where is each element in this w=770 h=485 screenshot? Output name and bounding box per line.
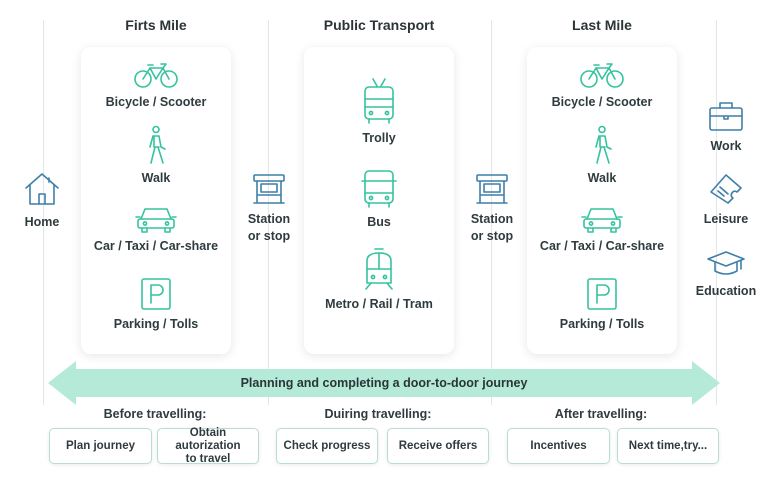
banner-text: Planning and completing a door-to-door j… bbox=[240, 376, 528, 390]
next-time-chip[interactable]: Next time,try... bbox=[617, 428, 719, 464]
chip-label: Receive offers bbox=[398, 439, 478, 452]
mode-label: Parking / Tolls bbox=[559, 317, 645, 331]
bus-stop-icon bbox=[253, 174, 285, 204]
mode-label: Parking / Tolls bbox=[113, 317, 199, 331]
bus-icon bbox=[361, 170, 397, 208]
trolleybus-icon bbox=[364, 78, 394, 124]
phase-during-title: Duiring travelling: bbox=[324, 407, 432, 421]
mode-item-bicycle: Bicycle / Scooter bbox=[527, 61, 677, 109]
car-icon bbox=[581, 208, 623, 233]
parking-icon bbox=[141, 278, 171, 310]
home-node: Home bbox=[18, 170, 66, 231]
mode-item-bus: Bus bbox=[304, 169, 454, 229]
last-mile-card: Bicycle / Scooter Walk Car / Taxi / Car-… bbox=[527, 47, 677, 354]
mode-item-car: Car / Taxi / Car-share bbox=[527, 203, 677, 253]
chip-label: Plan journey bbox=[65, 439, 136, 452]
station-right-node: Station or stop bbox=[465, 173, 519, 245]
home-label: Home bbox=[24, 215, 60, 229]
station-label-line2: or stop bbox=[470, 229, 514, 243]
station-left-node: Station or stop bbox=[242, 173, 296, 245]
destination-leisure: Leisure bbox=[694, 172, 758, 228]
station-label-line1: Station bbox=[247, 212, 291, 226]
chip-label-line2: to travel bbox=[185, 452, 231, 465]
mode-item-parking: Parking / Tolls bbox=[81, 277, 231, 331]
bicycle-icon bbox=[580, 63, 624, 88]
walking-person-icon bbox=[595, 125, 612, 164]
bicycle-icon bbox=[134, 63, 178, 88]
separator-line bbox=[716, 20, 717, 405]
mode-label: Bus bbox=[367, 215, 391, 229]
mode-label: Car / Taxi / Car-share bbox=[539, 239, 665, 253]
check-progress-chip[interactable]: Check progress bbox=[276, 428, 378, 464]
mode-label: Bicycle / Scooter bbox=[551, 95, 653, 109]
mode-item-walk: Walk bbox=[527, 125, 677, 185]
public-transport-title: Public Transport bbox=[323, 17, 435, 33]
graduation-cap-icon bbox=[707, 251, 745, 275]
first-mile-title: Firts Mile bbox=[125, 17, 187, 33]
mode-label: Bicycle / Scooter bbox=[105, 95, 207, 109]
mode-item-walk: Walk bbox=[81, 125, 231, 185]
destination-label: Leisure bbox=[703, 212, 749, 226]
receive-offers-chip[interactable]: Receive offers bbox=[387, 428, 489, 464]
separator-line bbox=[491, 20, 492, 405]
last-mile-title: Last Mile bbox=[572, 17, 632, 33]
first-mile-card: Bicycle / Scooter Walk Car / Taxi / Car-… bbox=[81, 47, 231, 354]
mode-item-bicycle: Bicycle / Scooter bbox=[81, 61, 231, 109]
station-label-line2: or stop bbox=[247, 229, 291, 243]
mode-item-trolly: Trolly bbox=[304, 77, 454, 145]
mode-label: Walk bbox=[587, 171, 617, 185]
double-arrow-shape bbox=[48, 361, 720, 405]
walking-person-icon bbox=[149, 125, 166, 164]
destination-work: Work bbox=[694, 100, 758, 155]
car-icon bbox=[135, 208, 177, 233]
incentives-chip[interactable]: Incentives bbox=[507, 428, 610, 464]
briefcase-icon bbox=[709, 102, 743, 131]
destination-label: Work bbox=[710, 139, 742, 153]
station-label-line1: Station bbox=[470, 212, 514, 226]
chip-label-line1: Obtain autorization bbox=[175, 426, 241, 452]
destination-education: Education bbox=[694, 250, 758, 300]
chip-label: Incentives bbox=[530, 439, 587, 452]
phase-after-title: After travelling: bbox=[554, 407, 648, 421]
mode-item-parking: Parking / Tolls bbox=[527, 277, 677, 331]
phase-before-title: Before travelling: bbox=[103, 407, 207, 421]
chip-label: Next time,try... bbox=[628, 439, 708, 452]
mode-label: Walk bbox=[141, 171, 171, 185]
plan-journey-chip[interactable]: Plan journey bbox=[49, 428, 152, 464]
mode-label: Car / Taxi / Car-share bbox=[93, 239, 219, 253]
obtain-authorization-chip[interactable]: Obtain autorization to travel bbox=[157, 426, 259, 465]
mode-label: Metro / Rail / Tram bbox=[325, 297, 433, 311]
train-icon bbox=[365, 248, 393, 290]
mode-item-car: Car / Taxi / Car-share bbox=[81, 203, 231, 253]
separator-line bbox=[43, 20, 44, 405]
ticket-icon bbox=[710, 174, 742, 204]
mode-label: Trolly bbox=[362, 131, 396, 145]
parking-icon bbox=[587, 278, 617, 310]
destination-label: Education bbox=[695, 284, 757, 298]
journey-banner: Planning and completing a door-to-door j… bbox=[48, 361, 720, 405]
house-icon bbox=[25, 173, 59, 205]
separator-line bbox=[268, 20, 269, 405]
mode-item-metro: Metro / Rail / Tram bbox=[304, 247, 454, 311]
chip-label: Check progress bbox=[283, 439, 371, 452]
bus-stop-icon bbox=[476, 174, 508, 204]
public-transport-card: Trolly Bus Metro / Rail / Tram bbox=[304, 47, 454, 354]
